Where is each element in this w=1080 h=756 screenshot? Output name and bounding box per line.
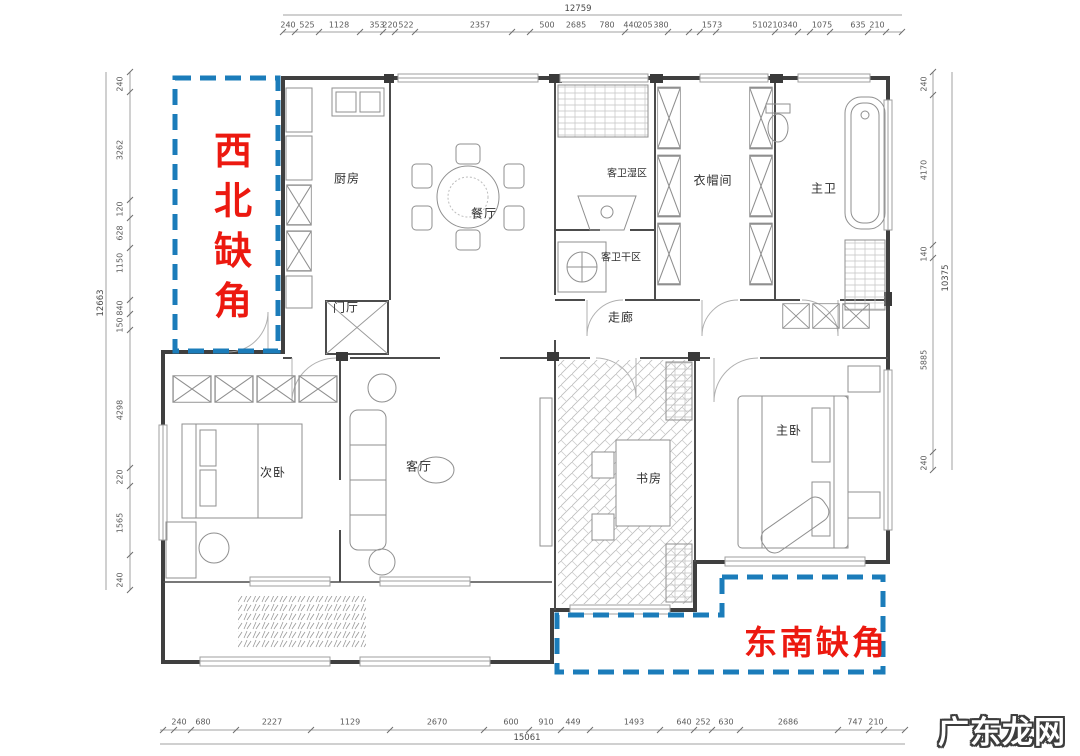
- dim-top-11: 205: [637, 20, 653, 30]
- dim-top-17: 1075: [811, 20, 833, 30]
- room-label-cloakroom: 衣帽间: [693, 173, 733, 188]
- dim-bottom-10: 252: [695, 717, 711, 727]
- dim-top-8: 2685: [565, 20, 587, 30]
- room-label-dining: 餐厅: [470, 206, 498, 221]
- dim-top-13: 1573: [701, 20, 723, 30]
- room-label-master-bedroom: 主卧: [775, 423, 803, 438]
- dim-right-0: 240: [919, 76, 929, 92]
- dim-top-12: 380: [653, 20, 669, 30]
- dim-top-16: 340: [782, 20, 798, 30]
- dim-top-18: 635: [850, 20, 866, 30]
- exterior-walls: [161, 76, 890, 664]
- missing-corner-boxes: [172, 75, 886, 675]
- southeast-missing-corner-label: 东南缺角: [744, 623, 888, 662]
- dim-top-14: 510: [752, 20, 768, 30]
- room-label-foyer: 门厅: [332, 300, 360, 315]
- dim-right-4: 240: [919, 455, 929, 471]
- dim-bottom-6: 910: [538, 717, 554, 727]
- room-label-study: 书房: [635, 471, 663, 486]
- second-bedroom-furniture: [165, 375, 338, 579]
- dim-left-total: 12663: [96, 289, 106, 317]
- room-label-guest-bath-dry: 客卫干区: [601, 252, 641, 264]
- dim-right-1: 4170: [919, 159, 929, 181]
- guest-bath-dry-fixtures: [557, 241, 607, 293]
- master-bath-fixtures: [765, 96, 886, 311]
- dim-top-3: 353: [369, 20, 385, 30]
- living-room-furniture: [349, 373, 553, 576]
- dim-right-2: 140: [919, 246, 929, 262]
- room-label-kitchen: 厨房: [333, 171, 361, 186]
- dim-bottom-2: 2227: [261, 717, 283, 727]
- dim-bottom-3: 1129: [339, 717, 361, 727]
- dim-top-1: 525: [299, 20, 315, 30]
- study-furniture: [591, 361, 693, 603]
- dim-left-2: 120: [115, 201, 125, 217]
- room-label-living-room: 客厅: [405, 459, 433, 474]
- dimension-ticks: [126, 28, 937, 734]
- dim-bottom-4: 2670: [426, 717, 448, 727]
- dim-bottom-8: 1493: [623, 717, 645, 727]
- dim-bottom-5: 600: [503, 717, 519, 727]
- dim-bottom-14: 210: [868, 717, 884, 727]
- dim-bottom-total: 15061: [513, 733, 541, 743]
- dim-top-4: 220: [382, 20, 398, 30]
- northwest-missing-corner-label: 西北缺角: [213, 129, 252, 324]
- dim-bottom-1: 680: [195, 717, 211, 727]
- watermark-logo: 广东龙网: [938, 715, 1066, 751]
- southeast-missing-corner-box: [554, 574, 886, 675]
- room-label-second-bedroom: 次卧: [259, 465, 287, 480]
- dim-left-0: 240: [115, 76, 125, 92]
- dim-left-6: 150: [115, 317, 125, 333]
- dimension-lines: [105, 14, 953, 745]
- interior-walls: [163, 78, 888, 610]
- dim-bottom-9: 640: [676, 717, 692, 727]
- dim-left-4: 1150: [115, 252, 125, 274]
- balcony-plants: [238, 596, 366, 648]
- dim-right-total: 10375: [941, 264, 951, 292]
- dim-left-9: 1565: [115, 512, 125, 534]
- dim-bottom-13: 747: [847, 717, 863, 727]
- dim-top-5: 522: [398, 20, 414, 30]
- dim-left-7: 4298: [115, 399, 125, 421]
- guest-bath-wet-fixtures: [557, 84, 649, 231]
- room-label-master-bath: 主卫: [810, 181, 838, 196]
- dim-top-7: 500: [539, 20, 555, 30]
- dim-left-8: 220: [115, 469, 125, 485]
- dim-left-10: 240: [115, 572, 125, 588]
- master-bedroom-furniture: [737, 303, 881, 554]
- dining-table-set: [411, 143, 525, 251]
- dim-left-5: 840: [115, 300, 125, 316]
- dim-top-10: 440: [623, 20, 639, 30]
- dim-top-6: 2357: [469, 20, 491, 30]
- northwest-missing-corner-box: [172, 75, 281, 354]
- kitchen-counters: [285, 87, 385, 309]
- doors: [227, 299, 839, 403]
- dim-top-15: 210: [767, 20, 783, 30]
- dim-bottom-7: 449: [565, 717, 581, 727]
- dim-top-9: 780: [599, 20, 615, 30]
- dim-top-2: 1128: [328, 20, 350, 30]
- dim-top-19: 210: [869, 20, 885, 30]
- dim-top-total: 12759: [564, 4, 592, 14]
- dim-right-3: 5885: [919, 349, 929, 371]
- furniture: [165, 84, 886, 603]
- windows: [158, 73, 893, 667]
- room-label-corridor: 走廊: [607, 310, 635, 325]
- room-label-guest-bath-wet: 客卫湿区: [607, 168, 647, 180]
- dim-bottom-0: 240: [171, 717, 187, 727]
- dim-bottom-12: 2686: [777, 717, 799, 727]
- dim-bottom-11: 630: [718, 717, 734, 727]
- wall-piers: [336, 74, 892, 361]
- dim-top-0: 240: [280, 20, 296, 30]
- dim-left-1: 3262: [115, 139, 125, 161]
- dim-left-3: 628: [115, 225, 125, 241]
